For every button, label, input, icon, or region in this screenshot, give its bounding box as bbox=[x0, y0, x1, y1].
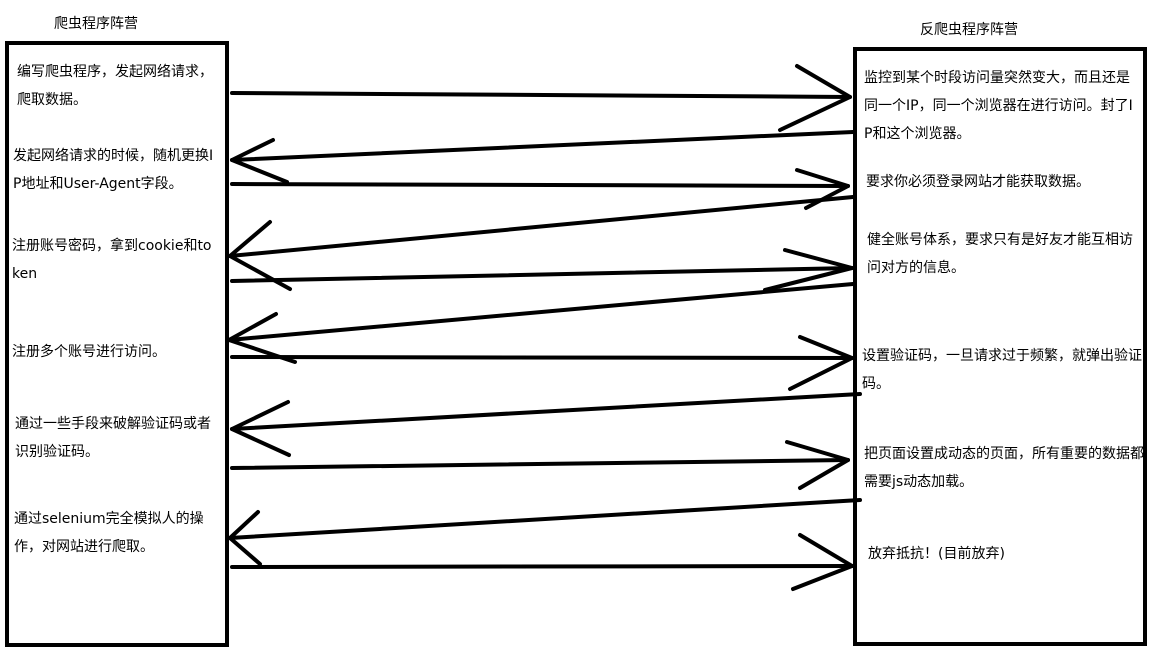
arrow-right-5 bbox=[230, 440, 850, 490]
right-step-1: 监控到某个时段访问量突然变大，而且还是同一个IP，同一个浏览器在进行访问。封了I… bbox=[864, 70, 1133, 142]
arrow-left-1 bbox=[230, 130, 855, 184]
right-step-2: 要求你必须登录网站才能获取数据。 bbox=[866, 174, 1090, 190]
left-step-6: 通过selenium完全模拟人的操作，对网站进行爬取。 bbox=[14, 511, 204, 555]
arrow-left-2 bbox=[228, 195, 855, 291]
arrow-right-3 bbox=[230, 248, 854, 292]
right-step-3: 健全账号体系，要求只有是好友才能互相访问对方的信息。 bbox=[867, 232, 1133, 276]
right-step-4: 设置验证码，一旦请求过于频繁，就弹出验证码。 bbox=[862, 348, 1142, 392]
left-step-1: 编写爬虫程序，发起网络请求，爬取数据。 bbox=[17, 64, 213, 108]
arrow-left-3 bbox=[227, 282, 855, 364]
right-panel bbox=[853, 47, 1147, 646]
left-step-3: 注册账号密码，拿到cookie和token bbox=[12, 238, 212, 282]
left-panel-title: 爬虫程序阵营 bbox=[54, 16, 138, 32]
left-step-2: 发起网络请求的时候，随机更换IP地址和User-Agent字段。 bbox=[13, 148, 214, 192]
left-panel bbox=[5, 41, 229, 647]
left-step-5: 通过一些手段来破解验证码或者识别验证码。 bbox=[15, 416, 211, 460]
left-step-4: 注册多个账号进行访问。 bbox=[12, 344, 166, 360]
arrow-right-2 bbox=[230, 168, 850, 210]
arrow-right-6 bbox=[230, 533, 854, 591]
right-step-6: 放弃抵抗！(目前放弃) bbox=[868, 546, 1005, 562]
arrow-left-4 bbox=[230, 392, 862, 457]
right-panel-title: 反爬虫程序阵营 bbox=[920, 22, 1018, 38]
arrow-right-4 bbox=[230, 335, 854, 391]
right-step-5: 把页面设置成动态的页面，所有重要的数据都需要js动态加载。 bbox=[864, 446, 1144, 490]
arrow-right-1 bbox=[230, 64, 852, 132]
arrow-left-5 bbox=[228, 498, 862, 566]
